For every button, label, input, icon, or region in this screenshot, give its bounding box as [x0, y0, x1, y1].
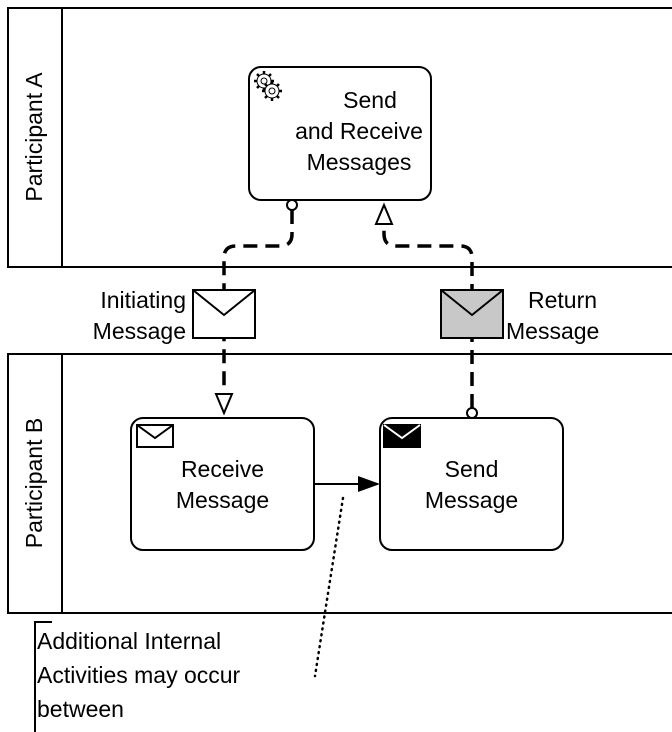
message-flow-arrowhead: [214, 393, 234, 416]
message-flow-start-circle: [286, 199, 298, 211]
message-label-line: Message: [92, 318, 186, 344]
service-gear-icon: [254, 71, 282, 101]
pool-label-participant-a: Participant A: [21, 72, 47, 202]
task-label-line: Send: [343, 87, 397, 113]
pool-label-participant-b: Participant B: [21, 417, 47, 549]
annotation-line: Activities may occur: [37, 662, 241, 688]
message-label-return: Return Message: [506, 285, 636, 347]
task-label-line: Send: [444, 456, 499, 482]
task-label-receive: Receive Message: [131, 454, 314, 516]
message-label-line: Message: [506, 318, 600, 344]
message-flow-initiating: [222, 210, 294, 390]
sequence-flow-arrowhead: [358, 476, 380, 492]
annotation-line: between: [37, 696, 124, 722]
annotation-text: Additional Internal Activities may occur…: [37, 624, 357, 726]
annotation-line: Additional Internal: [37, 628, 222, 654]
envelope-filled-icon: [383, 424, 421, 448]
task-label-line: and Receive: [295, 118, 423, 144]
task-label-send: Send Message: [380, 454, 563, 516]
envelope-outline-icon: [136, 424, 174, 448]
message-flow-arrowhead: [374, 202, 394, 225]
message-label-line: Initiating: [100, 287, 186, 313]
task-label-line: Receive: [180, 456, 265, 482]
message-envelope-return[interactable]: [440, 289, 504, 339]
task-label-line: Messages: [306, 149, 412, 175]
task-send-receive[interactable]: [248, 66, 432, 201]
message-label-line: Return: [528, 287, 598, 313]
message-envelope-initiating[interactable]: [192, 289, 256, 339]
message-label-initiating: Initiating Message: [68, 285, 186, 347]
association-line: [313, 496, 345, 678]
task-label-line: Message: [424, 487, 519, 513]
annotation-bracket: [34, 621, 52, 732]
task-label-line: Message: [175, 487, 270, 513]
message-flow-start-circle: [466, 407, 478, 419]
message-flow-return: [382, 226, 474, 408]
task-label-send-receive: Send and Receive Messages: [269, 85, 449, 178]
